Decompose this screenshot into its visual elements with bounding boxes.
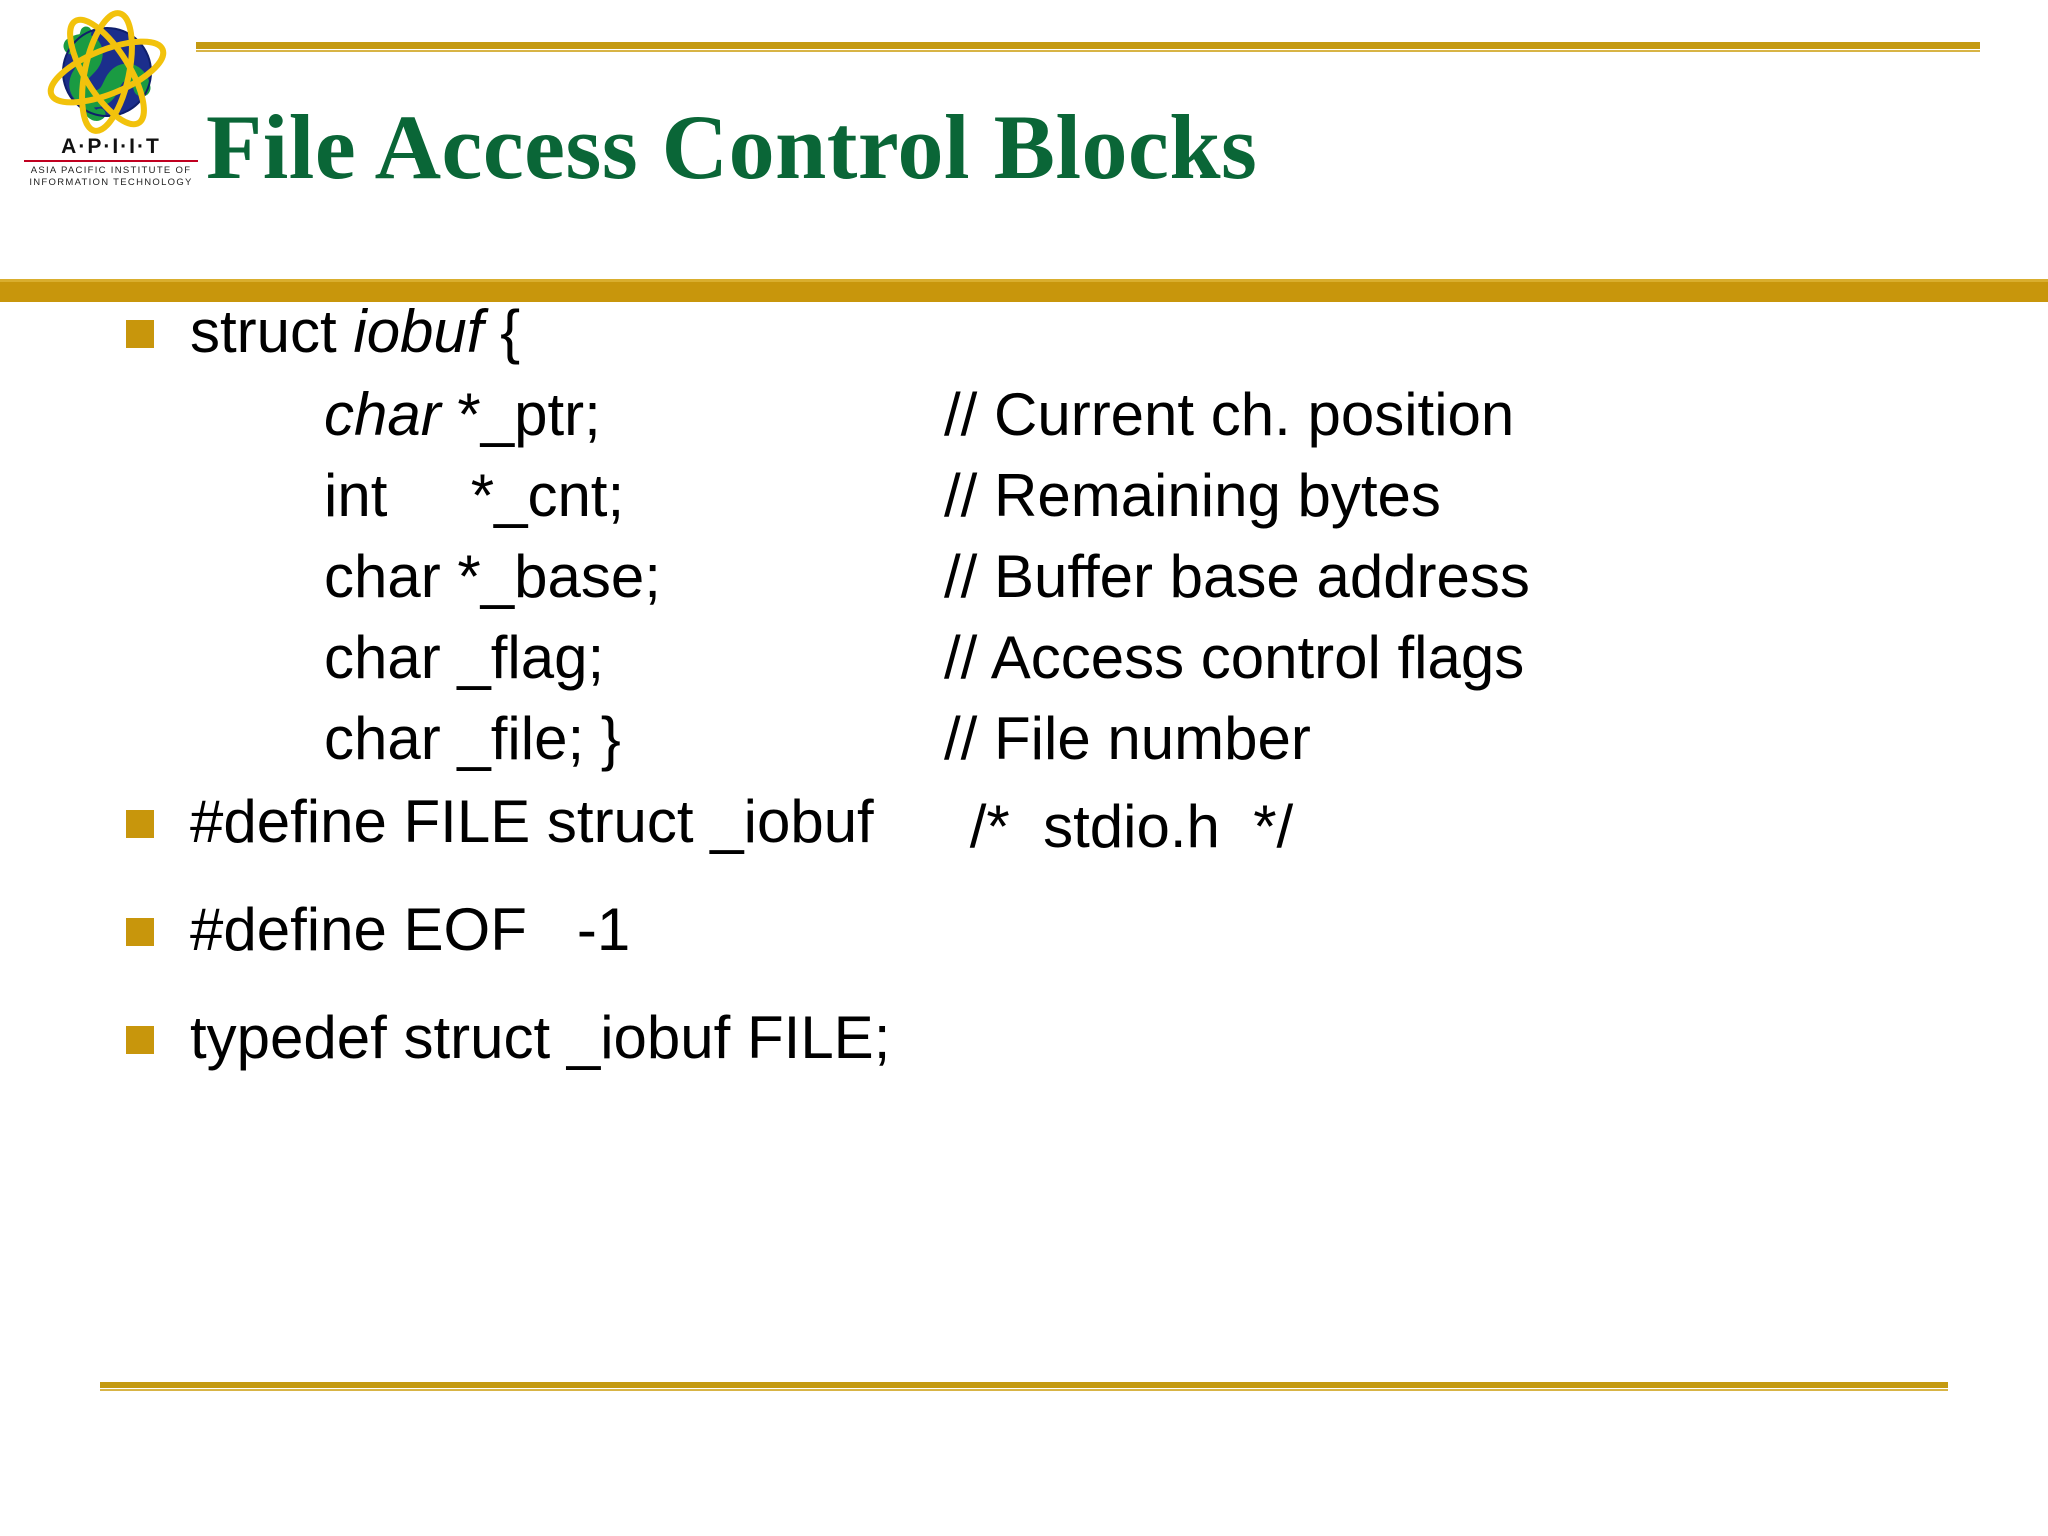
globe-icon [47, 10, 167, 134]
bullet-square-icon [126, 1026, 154, 1054]
list-item: #define EOF -1 [0, 900, 2048, 960]
struct-member-name: char *_base; [324, 543, 661, 610]
logo-tagline-line1: ASIA PACIFIC INSTITUTE OF [30, 165, 192, 176]
struct-member-decl: char *_base; [324, 547, 944, 607]
struct-open-line: struct iobuf { [190, 302, 520, 362]
struct-member-decl: int *_cnt; [324, 466, 944, 526]
struct-member-comment: // File number [944, 705, 1311, 772]
footer-gold-rule-highlight [100, 1389, 1948, 1391]
struct-member-name: char _flag; [324, 624, 605, 691]
struct-member-comment: // Current ch. position [944, 381, 1515, 448]
struct-member-comment: // Buffer base address [944, 543, 1530, 610]
struct-name: iobuf [353, 298, 484, 365]
struct-member-row: char _file; } // File number [0, 709, 2048, 769]
slide-header: A·P·I·I·T ASIA PACIFIC INSTITUTE OF INFO… [0, 0, 2048, 300]
list-item: #define FILE struct _iobuf /* stdio.h */ [0, 792, 2048, 861]
struct-member-decl: char _file; } [324, 709, 944, 769]
struct-member-row: char *_ptr; // Current ch. position [0, 385, 2048, 445]
bullet-square-icon [126, 918, 154, 946]
struct-member-decl: char *_ptr; [324, 385, 944, 445]
struct-member-comment: // Access control flags [944, 624, 1525, 691]
struct-member-name: int *_cnt; [324, 462, 625, 529]
apiit-logo: A·P·I·I·T ASIA PACIFIC INSTITUTE OF INFO… [14, 8, 204, 208]
define-file-comment: /* stdio.h */ [969, 793, 1294, 860]
typedef-line: typedef struct _iobuf FILE; [190, 1004, 891, 1071]
list-item: typedef struct _iobuf FILE; [0, 1008, 2048, 1068]
define-file-line: #define FILE struct _iobuf [190, 788, 874, 855]
logo-wordmark: A·P·I·I·T ASIA PACIFIC INSTITUTE OF INFO… [22, 136, 200, 189]
header-accent-band-highlight [0, 279, 2048, 282]
struct-keyword: struct [190, 298, 354, 365]
list-item: struct iobuf { [0, 302, 2048, 362]
struct-member-row: int *_cnt; // Remaining bytes [0, 466, 2048, 526]
struct-brace: { [483, 298, 521, 365]
struct-member-comment: // Remaining bytes [944, 462, 1441, 529]
struct-member-type: char [324, 381, 441, 448]
bullet-square-icon [126, 810, 154, 838]
header-gold-rule-highlight [196, 50, 1980, 52]
header-accent-band [0, 279, 2048, 302]
define-eof-line: #define EOF -1 [190, 896, 631, 963]
logo-acronym: A·P·I·I·T [61, 135, 161, 158]
struct-member-row: char _flag; // Access control flags [0, 628, 2048, 688]
struct-member-name: char _file; } [324, 705, 621, 772]
header-gold-rule [196, 42, 1980, 49]
slide-body: struct iobuf { char *_ptr; // Current ch… [0, 302, 2048, 1382]
footer-gold-rule [100, 1382, 1948, 1388]
struct-member-name: *_ptr; [440, 381, 601, 448]
logo-red-rule [24, 160, 198, 162]
logo-tagline-line2: INFORMATION TECHNOLOGY [29, 176, 193, 188]
struct-member-row: char *_base; // Buffer base address [0, 547, 2048, 607]
bullet-square-icon [126, 320, 154, 348]
struct-member-decl: char _flag; [324, 628, 944, 688]
page-title: File Access Control Blocks [206, 96, 1258, 198]
